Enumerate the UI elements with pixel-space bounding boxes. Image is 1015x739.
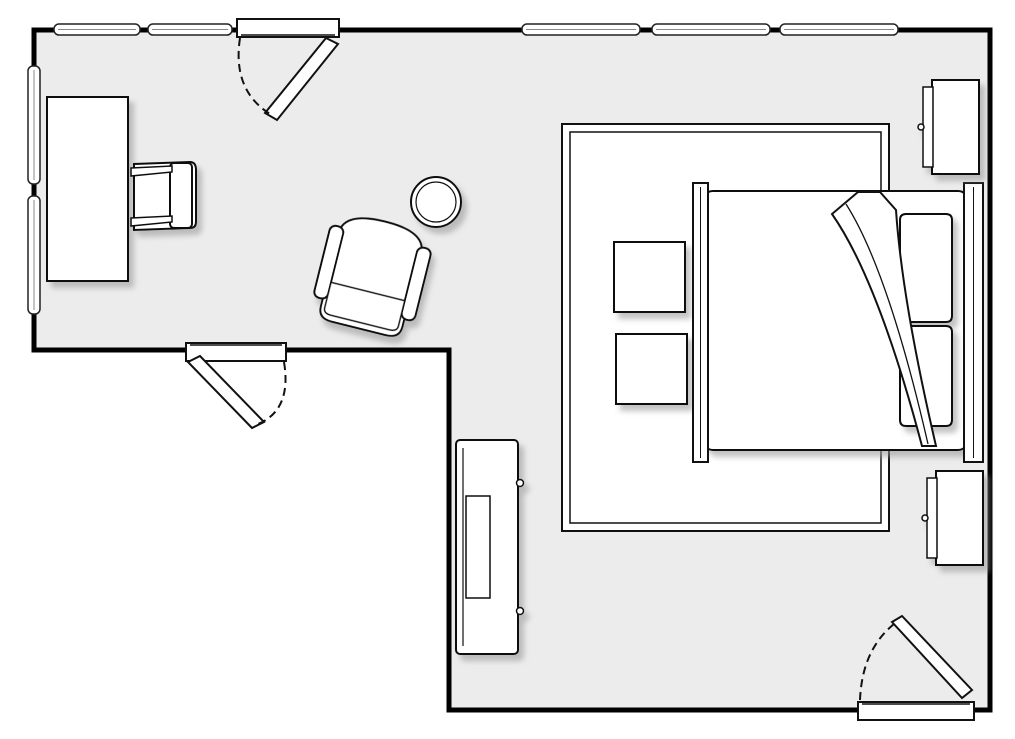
armchair <box>313 217 432 337</box>
door-top <box>236 18 340 122</box>
window-top-4 <box>651 23 771 36</box>
window-top-1 <box>53 23 141 36</box>
side-table <box>410 176 462 228</box>
desk-chair <box>130 160 197 232</box>
ottoman-top <box>613 241 686 313</box>
nightstand-top <box>917 79 980 175</box>
ottoman-bottom <box>615 333 688 405</box>
bed-duvet-fold <box>830 191 938 447</box>
desk <box>46 96 129 282</box>
window-top-2 <box>147 23 233 36</box>
window-top-5 <box>779 23 899 36</box>
window-left-1 <box>27 65 41 185</box>
window-left-2 <box>27 195 41 315</box>
nightstand-bottom <box>921 470 984 566</box>
door-left-bottom <box>185 342 287 430</box>
window-top-3 <box>521 23 641 36</box>
dresser <box>455 439 525 655</box>
room-walls <box>31 27 993 713</box>
door-bottom-right <box>857 614 975 721</box>
